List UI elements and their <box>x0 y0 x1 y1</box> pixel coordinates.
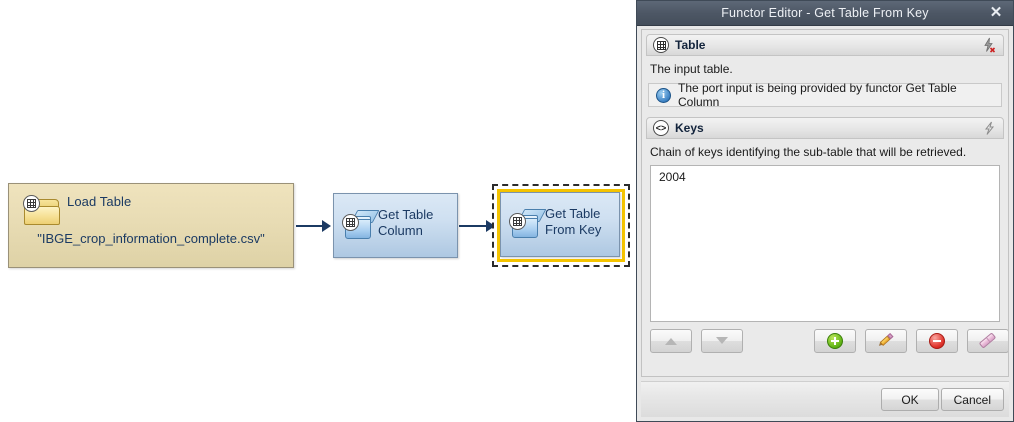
move-down-button[interactable] <box>701 329 743 353</box>
section-description-table: The input table. <box>650 62 733 76</box>
section-header-keys: <> Keys <box>646 117 1004 139</box>
table-box-icon <box>509 207 547 241</box>
selection-highlight <box>497 189 625 262</box>
table-box-icon <box>342 208 380 242</box>
clear-keys-button[interactable] <box>967 329 1008 353</box>
port-input-info-text: The port input is being provided by func… <box>678 81 957 109</box>
minus-circle-icon <box>929 333 945 349</box>
node-get-table-column-label: Get Table Column <box>378 207 433 239</box>
node-get-table-from-key-label: Get Table From Key <box>545 206 601 238</box>
ok-button[interactable]: OK <box>881 388 939 411</box>
connector-load-to-column <box>296 225 324 227</box>
dialog-footer: OK Cancel <box>641 381 1009 417</box>
node-load-table-subtitle: "IBGE_crop_information_complete.csv" <box>37 231 265 246</box>
connector-column-to-key <box>459 225 488 227</box>
node-get-table-column[interactable]: Get Table Column <box>333 193 458 258</box>
cancel-button[interactable]: Cancel <box>940 388 1004 411</box>
pencil-icon <box>877 332 894 348</box>
close-icon[interactable]: ✕ <box>989 4 1003 21</box>
section-title-table: Table <box>675 38 706 52</box>
section-description-keys: Chain of keys identifying the sub-table … <box>650 145 967 159</box>
triangle-down-icon <box>716 337 728 344</box>
node-label-line2: Column <box>378 223 423 238</box>
dialog-title: Functor Editor - Get Table From Key <box>721 6 929 20</box>
remove-key-button[interactable] <box>916 329 958 353</box>
keys-toolbar <box>650 329 1008 353</box>
bolt-icon[interactable] <box>981 120 997 136</box>
section-title-keys: Keys <box>675 121 704 135</box>
section-header-table: Table <box>646 34 1004 56</box>
dialog-body: Table The input table. i The port input … <box>641 29 1009 377</box>
keys-listbox[interactable]: 2004 <box>650 165 1000 322</box>
flow-canvas[interactable]: Load Table "IBGE_crop_information_comple… <box>0 0 636 422</box>
node-load-table[interactable]: Load Table "IBGE_crop_information_comple… <box>8 183 294 268</box>
connector-column-to-key-arrowhead <box>486 220 495 232</box>
bolt-remove-icon[interactable] <box>981 37 997 53</box>
table-grid-icon <box>653 37 669 53</box>
dialog-titlebar[interactable]: Functor Editor - Get Table From Key ✕ <box>637 1 1013 26</box>
functor-editor-dialog: Functor Editor - Get Table From Key ✕ Ta… <box>636 0 1014 422</box>
add-key-button[interactable] <box>814 329 856 353</box>
node-get-table-from-key-selection: Get Table From Key <box>492 184 630 267</box>
list-item[interactable]: 2004 <box>659 170 686 184</box>
node-get-table-from-key[interactable]: Get Table From Key <box>500 192 620 257</box>
angle-brackets-icon: <> <box>653 120 669 136</box>
node-label-line1: Get Table <box>545 206 601 221</box>
connector-load-to-column-arrowhead <box>322 220 331 232</box>
move-up-button[interactable] <box>650 329 692 353</box>
edit-key-button[interactable] <box>865 329 907 353</box>
port-input-info-box: i The port input is being provided by fu… <box>648 81 1002 109</box>
node-label-line2: From Key <box>545 222 602 237</box>
eraser-icon <box>978 332 997 349</box>
plus-circle-icon <box>827 333 843 349</box>
info-icon: i <box>656 87 671 103</box>
node-load-table-title: Load Table <box>67 194 132 209</box>
triangle-up-icon <box>665 338 677 345</box>
node-label-line1: Get Table <box>378 207 434 222</box>
folder-table-icon <box>23 195 63 227</box>
